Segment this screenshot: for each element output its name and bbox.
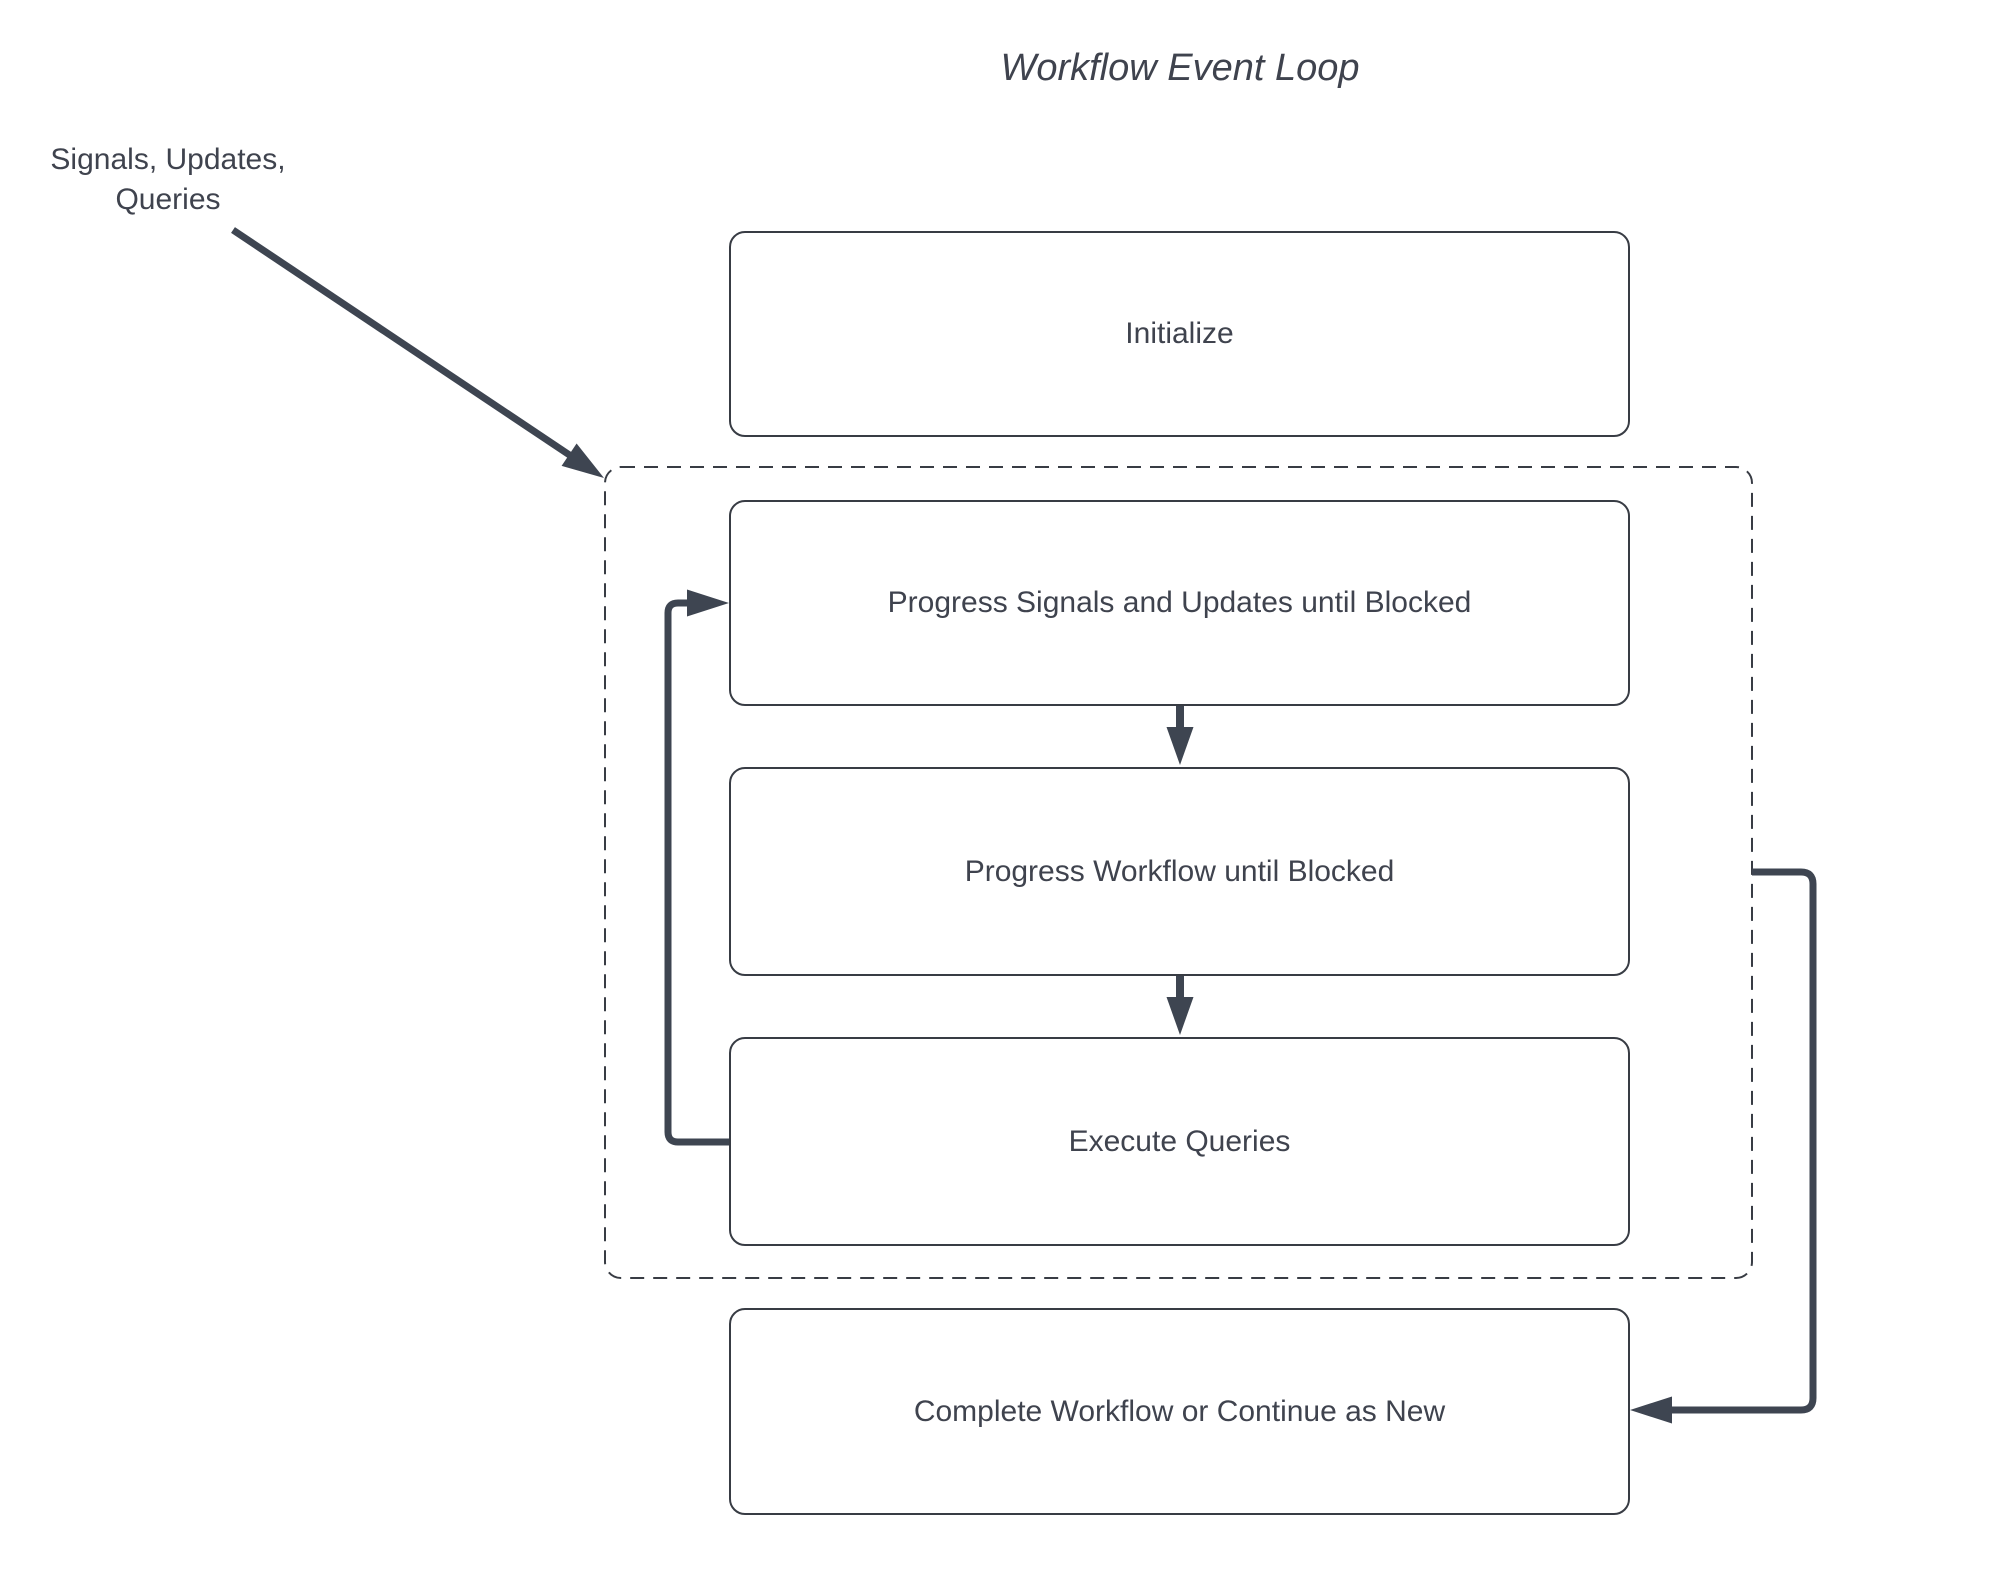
- edge-signals-to-workflow-arrow: [1166, 705, 1194, 765]
- node-progress-signals-updates-label: Progress Signals and Updates until Block…: [887, 586, 1472, 619]
- diagram-title: Workflow Event Loop: [1000, 47, 1360, 89]
- node-progress-signals-updates: Progress Signals and Updates until Block…: [729, 500, 1630, 706]
- edge-loop-to-complete-arrow: [1630, 868, 1817, 1424]
- edge-queries-loopback-arrow: [664, 589, 729, 1146]
- node-initialize-label: Initialize: [1125, 317, 1234, 350]
- edge-workflow-to-queries-arrow: [1166, 975, 1194, 1035]
- signals-updates-queries-label: Signals, Updates, Queries: [18, 140, 318, 220]
- node-execute-queries-label: Execute Queries: [1068, 1124, 1291, 1158]
- side-label-line2: Queries: [115, 183, 221, 216]
- node-progress-workflow: Progress Workflow until Blocked: [729, 767, 1630, 976]
- node-progress-workflow-label: Progress Workflow until Blocked: [964, 854, 1395, 888]
- node-complete-workflow-label: Complete Workflow or Continue as New: [913, 1394, 1446, 1428]
- node-complete-workflow: Complete Workflow or Continue as New: [729, 1308, 1630, 1515]
- node-execute-queries: Execute Queries: [729, 1037, 1630, 1246]
- edge-signals-to-loop-arrow: [231, 227, 604, 478]
- node-initialize: Initialize: [729, 231, 1630, 437]
- side-label-line1: Signals, Updates,: [50, 143, 286, 176]
